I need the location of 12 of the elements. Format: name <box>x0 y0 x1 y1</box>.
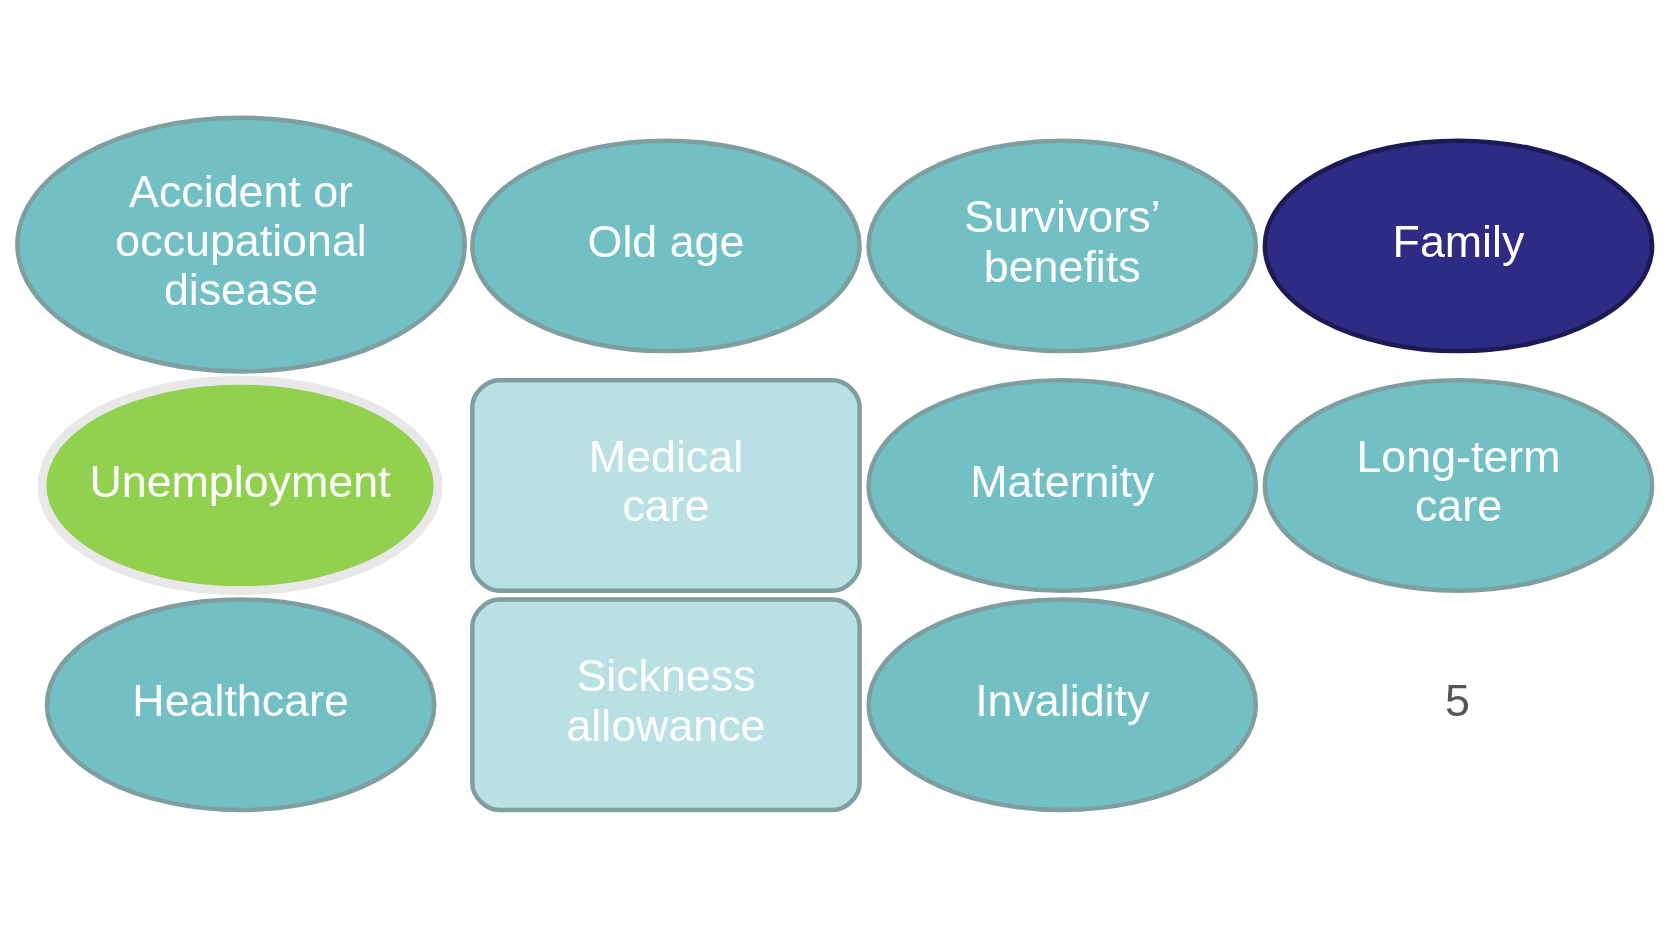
node-ellipse: Family <box>1262 138 1655 354</box>
node-ellipse: Unemployment <box>37 375 443 596</box>
node-ellipse: Survivors’ benefits <box>866 138 1259 354</box>
node-ellipse: Old age <box>470 138 862 354</box>
node-ellipse: Healthcare <box>44 597 437 813</box>
node-box: Sickness allowance <box>470 597 862 813</box>
node-ellipse: Maternity <box>866 377 1259 593</box>
label: 5 <box>1444 675 1470 726</box>
node-ellipse: Long-term care <box>1262 377 1655 593</box>
node-box: Medical care <box>470 377 862 593</box>
node-ellipse: Accident or occupational disease <box>15 115 467 374</box>
node-ellipse: Invalidity <box>866 597 1259 813</box>
